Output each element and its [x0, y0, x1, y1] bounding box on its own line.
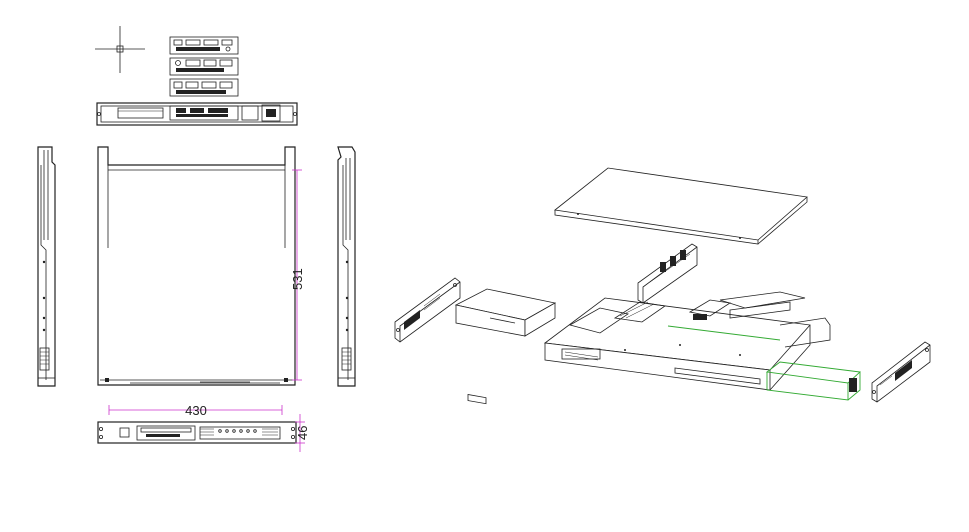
rear-io-panel-1: [169, 36, 239, 55]
crosshair-cursor-icon: [95, 26, 145, 73]
height-dimension: 46: [295, 414, 310, 452]
chassis-base: [543, 291, 831, 391]
right-rack-ear: [871, 341, 931, 403]
right-side-view: [337, 146, 356, 387]
height-dimension-label: 46: [295, 426, 310, 440]
top-view: [97, 146, 296, 386]
rear-io-panel-2: [169, 57, 239, 76]
drive-cage: [454, 288, 557, 405]
left-side-view: [37, 146, 56, 387]
left-rack-ear: [394, 277, 461, 343]
depth-dimension: 531: [290, 169, 305, 381]
width-dimension-label: 430: [185, 403, 207, 418]
front-view: [97, 421, 297, 444]
depth-dimension-label: 531: [290, 268, 305, 290]
rear-view: [96, 102, 298, 126]
exploded-view: [394, 167, 931, 405]
power-supply: [667, 325, 862, 401]
riser-bracket: [637, 243, 698, 304]
top-cover: [554, 167, 808, 245]
width-dimension: 430: [108, 403, 283, 418]
rear-io-panel-3: [169, 78, 239, 97]
